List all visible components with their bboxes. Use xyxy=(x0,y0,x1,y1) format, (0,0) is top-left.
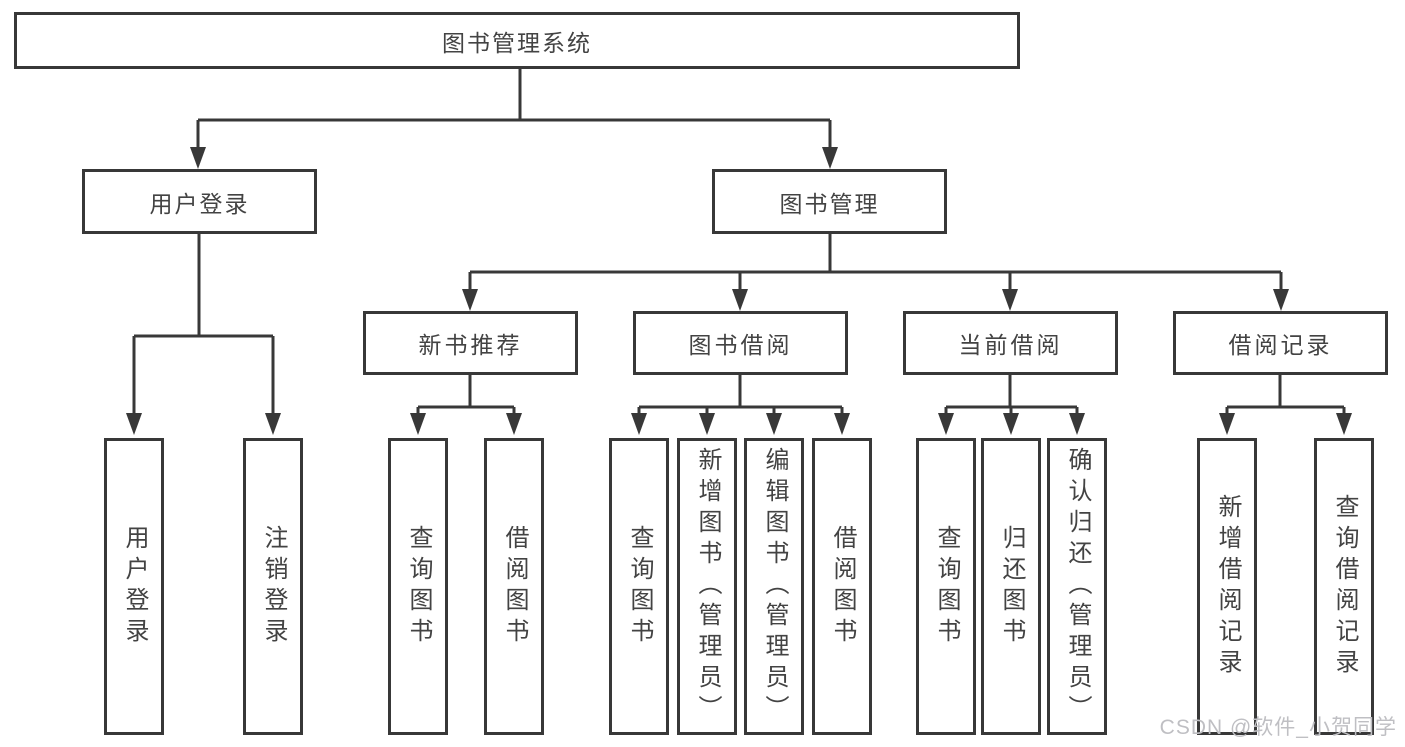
node-root: 图书管理系统 xyxy=(14,12,1020,69)
leaf-add-borrow-record-label: 新增借阅记录 xyxy=(1214,493,1241,680)
leaf-add-borrow-record: 新增借阅记录 xyxy=(1197,438,1257,735)
leaf-user-login: 用户登录 xyxy=(104,438,164,735)
leaf-logout: 注销登录 xyxy=(243,438,303,735)
leaf-borrow-books-recommend-label: 借阅图书 xyxy=(501,524,528,649)
leaf-add-books-admin-label: 新增图书（管理员） xyxy=(694,447,721,726)
edge-new-books-to-leaves xyxy=(410,375,522,435)
node-current-borrowing-label: 当前借阅 xyxy=(958,332,1063,358)
edge-borrow-records-to-leaves xyxy=(1219,375,1352,435)
leaf-edit-books-admin-label: 编辑图书（管理员） xyxy=(761,447,788,726)
leaf-query-books-recommend-label: 查询图书 xyxy=(405,524,432,649)
leaf-return-books: 归还图书 xyxy=(981,438,1041,735)
leaf-borrow-books-recommend: 借阅图书 xyxy=(484,438,544,735)
leaf-logout-label: 注销登录 xyxy=(260,524,287,649)
leaf-user-login-label: 用户登录 xyxy=(121,524,148,649)
leaf-edit-books-admin: 编辑图书（管理员） xyxy=(744,438,804,735)
edge-root-to-level2 xyxy=(190,69,838,169)
leaf-query-books-recommend: 查询图书 xyxy=(388,438,448,735)
edge-book-borrow-to-leaves xyxy=(631,375,850,435)
leaf-query-books-current: 查询图书 xyxy=(916,438,976,735)
node-root-label: 图书管理系统 xyxy=(442,29,592,56)
leaf-query-books-current-label: 查询图书 xyxy=(933,524,960,649)
node-borrowing-records-label: 借阅记录 xyxy=(1228,332,1333,358)
leaf-add-books-admin: 新增图书（管理员） xyxy=(677,438,737,735)
leaf-confirm-return-admin: 确认归还（管理员） xyxy=(1047,438,1107,735)
leaf-confirm-return-admin-label: 确认归还（管理员） xyxy=(1064,447,1091,726)
node-book-borrowing: 图书借阅 xyxy=(633,311,848,375)
leaf-return-books-label: 归还图书 xyxy=(998,524,1025,649)
leaf-borrow-books: 借阅图书 xyxy=(812,438,872,735)
node-user-login-label: 用户登录 xyxy=(149,190,250,217)
leaf-borrow-books-label: 借阅图书 xyxy=(829,524,856,649)
leaf-query-books-borrow: 查询图书 xyxy=(609,438,669,735)
node-user-login: 用户登录 xyxy=(82,169,317,234)
node-book-management-label: 图书管理 xyxy=(779,190,880,217)
csdn-watermark: CSDN @软件_小贺同学 xyxy=(1159,716,1397,739)
leaf-query-borrow-record: 查询借阅记录 xyxy=(1314,438,1374,735)
edge-book-mgmt-to-level3 xyxy=(462,233,1289,311)
node-current-borrowing: 当前借阅 xyxy=(903,311,1118,375)
node-book-borrowing-label: 图书借阅 xyxy=(688,332,793,358)
node-book-management: 图书管理 xyxy=(712,169,947,234)
leaf-query-books-borrow-label: 查询图书 xyxy=(626,524,653,649)
node-new-book-recommend-label: 新书推荐 xyxy=(418,332,523,358)
leaf-query-borrow-record-label: 查询借阅记录 xyxy=(1331,493,1358,680)
edge-user-login-to-leaves xyxy=(126,234,281,435)
edge-current-borrow-to-leaves xyxy=(938,375,1085,435)
node-borrowing-records: 借阅记录 xyxy=(1173,311,1388,375)
node-new-book-recommend: 新书推荐 xyxy=(363,311,578,375)
